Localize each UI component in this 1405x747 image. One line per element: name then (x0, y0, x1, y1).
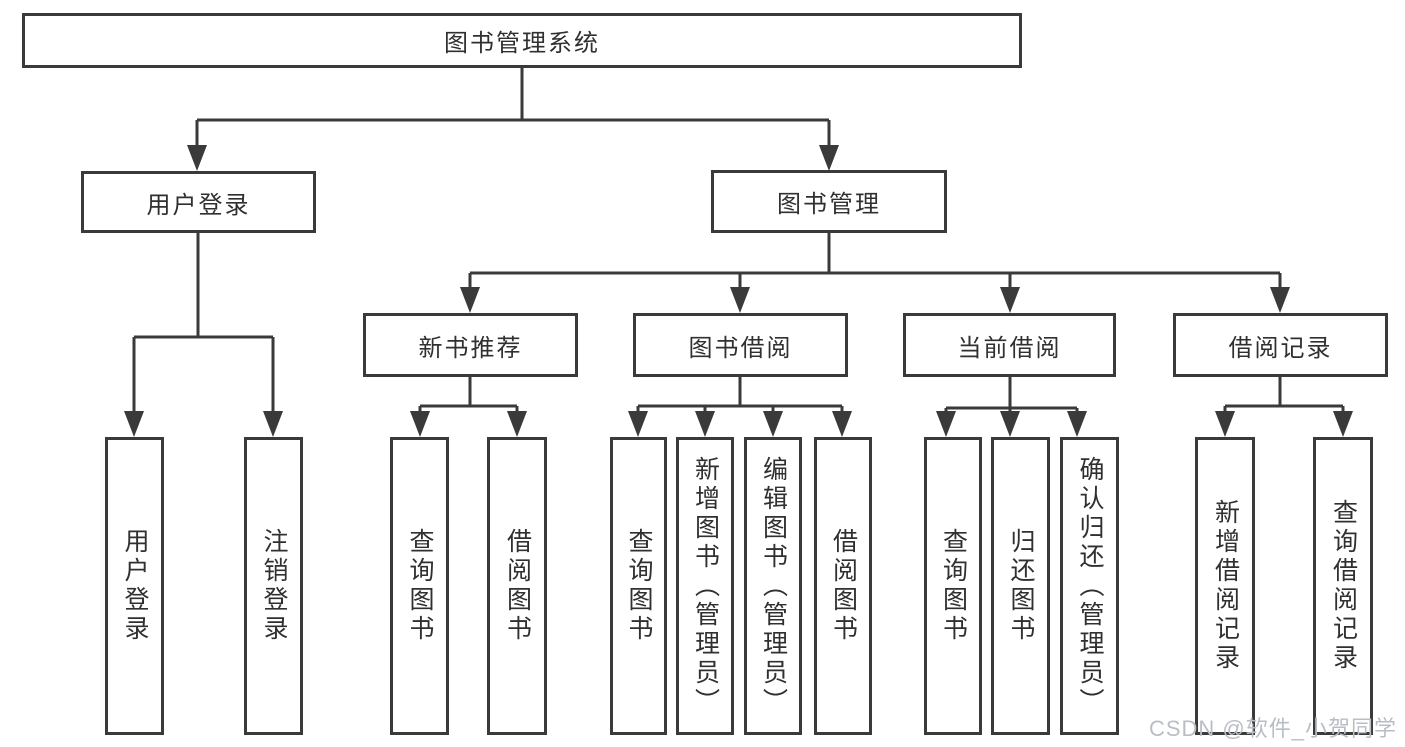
node-borrow-records: 借阅记录 (1173, 313, 1388, 377)
node-user-login: 用户登录 (81, 171, 316, 233)
leaf-label: 用户登录 (121, 528, 149, 644)
leaf-label: 查询借阅记录 (1329, 499, 1358, 673)
leaf-user-login: 用户登录 (105, 437, 164, 735)
node-label: 借阅记录 (1228, 334, 1333, 362)
arrowheads (124, 145, 1353, 437)
leaf-borrow-book: 借阅图书 (814, 437, 872, 735)
node-label: 图书管理 (777, 191, 881, 218)
node-current-borrow: 当前借阅 (903, 313, 1116, 377)
leaf-borrow-book-recommend: 借阅图书 (487, 437, 547, 735)
leaf-confirm-return-admin: 确认归还（管理员） (1060, 437, 1119, 735)
leaf-label: 新增借阅记录 (1211, 499, 1240, 673)
leaf-label: 确认归还（管理员） (1076, 455, 1104, 717)
node-book-management: 图书管理 (711, 170, 947, 233)
leaf-label: 查询图书 (939, 528, 968, 644)
leaf-label: 新增图书（管理员） (691, 455, 720, 717)
leaf-query-borrow-record: 查询借阅记录 (1313, 437, 1373, 735)
leaf-query-book-current: 查询图书 (924, 437, 982, 735)
leaf-logout: 注销登录 (244, 437, 303, 735)
leaf-return-book: 归还图书 (991, 437, 1050, 735)
node-label: 当前借阅 (957, 334, 1062, 362)
leaf-label: 借阅图书 (503, 528, 532, 644)
tree-edges (132, 68, 1345, 419)
leaf-label: 借阅图书 (829, 528, 858, 644)
leaf-label: 编辑图书（管理员） (759, 455, 788, 717)
node-label: 用户登录 (146, 191, 251, 219)
leaf-label: 查询图书 (406, 528, 434, 644)
node-new-book-recommend: 新书推荐 (363, 313, 578, 377)
leaf-label: 注销登录 (260, 528, 288, 644)
leaf-label: 查询图书 (625, 528, 653, 644)
leaf-edit-book-admin: 编辑图书（管理员） (744, 437, 802, 735)
node-label: 图书管理系统 (444, 30, 600, 57)
leaf-label: 归还图书 (1007, 528, 1035, 644)
node-label: 图书借阅 (688, 334, 793, 362)
csdn-watermark: CSDN @软件_小贺同学 (1148, 716, 1397, 741)
node-label: 新书推荐 (418, 334, 523, 362)
leaf-query-book-recommend: 查询图书 (390, 437, 449, 735)
leaf-query-book-borrow: 查询图书 (610, 437, 667, 735)
node-book-borrow: 图书借阅 (633, 313, 848, 377)
leaf-add-book-admin: 新增图书（管理员） (676, 437, 734, 735)
node-library-management-system: 图书管理系统 (22, 13, 1022, 68)
leaf-add-borrow-record: 新增借阅记录 (1195, 437, 1255, 735)
